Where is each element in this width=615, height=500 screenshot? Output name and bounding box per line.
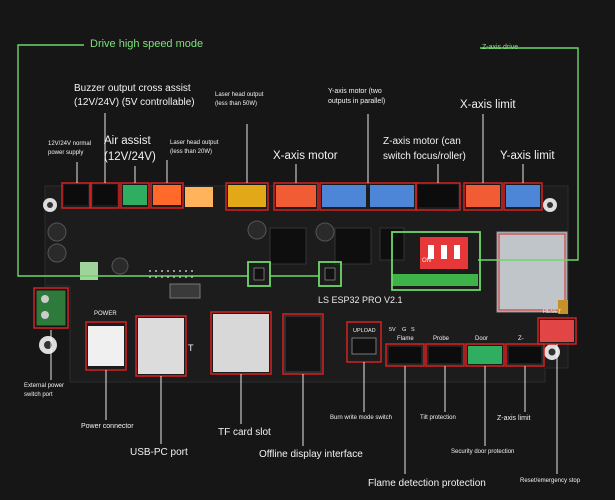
upload-silk: UPLOAD: [353, 328, 376, 334]
label-burn-switch: Burn write mode switch: [330, 415, 393, 421]
probe-silk: Probe: [433, 336, 450, 342]
t-silk: T: [188, 343, 194, 353]
label-x-motor: X-axis motor: [273, 150, 338, 162]
label-laser50-1: Laser head output: [215, 92, 264, 98]
dc-jack: [88, 326, 124, 366]
board-model-label: LS ESP32 PRO V2.1: [318, 295, 403, 305]
label-y-limit: Y-axis limit: [500, 150, 555, 162]
capacitor: [47, 243, 67, 263]
connector-xmotor: [276, 185, 316, 207]
connector-zlimit: [507, 345, 543, 365]
dip-on-silk: ON: [422, 258, 431, 264]
capacitor: [47, 222, 67, 242]
capacitor: [111, 257, 129, 275]
label-laser20-2: (less than 20W): [170, 149, 213, 155]
label-tilt: Tilt protection: [420, 415, 456, 421]
label-z-limit: Z-axis limit: [497, 415, 531, 422]
tf-card-slot: [213, 314, 269, 372]
connector-probe: [427, 345, 463, 365]
label-z-axis-drive: Z-axis drive: [482, 44, 519, 51]
upload-switch: [351, 337, 377, 355]
connector-laser20b: [185, 187, 213, 207]
capacitor: [247, 220, 267, 240]
driver-chip: [334, 227, 372, 265]
label-ext-power-2: switch port: [24, 392, 53, 398]
reset-silk: RESET: [543, 309, 562, 315]
ext-power-terminal: [35, 289, 67, 327]
flame-silk: Flame: [397, 336, 414, 342]
connector-flame: [387, 345, 423, 365]
label-buzzer-2: (12V/24V) (5V controllable): [74, 97, 195, 108]
label-drive-high-speed: Drive high speed mode: [90, 38, 204, 50]
connector-door: [468, 346, 502, 364]
label-12v-1: 12V/24V normal: [48, 141, 92, 147]
label-security-door: Security door protection: [451, 449, 515, 455]
connector-ymotor2: [370, 185, 414, 207]
antenna: [558, 300, 568, 314]
label-laser20-1: Laser head output: [170, 140, 219, 146]
connector-ylimit: [506, 185, 540, 207]
label-air-1: Air assist: [104, 135, 151, 147]
esp32-module: [496, 231, 568, 313]
zminus-silk: Z-: [518, 336, 524, 342]
jumper: [324, 267, 336, 281]
jumper: [253, 267, 265, 281]
driver-chip: [269, 227, 307, 265]
pin-s-silk: S: [411, 327, 415, 333]
label-tf-card: TF card slot: [218, 427, 271, 438]
label-buzzer-1: Buzzer output cross assist: [74, 83, 191, 94]
door-silk: Door: [475, 336, 489, 342]
dc-silk: DC12-24V: [112, 334, 118, 363]
connector-laser50: [228, 185, 266, 207]
label-ext-power-1: External power: [24, 383, 65, 389]
power-silk: POWER: [94, 311, 117, 317]
label-usb-port: USB-PC port: [130, 447, 188, 458]
label-reset: Reset/emergency stop: [520, 478, 581, 484]
connector-buzzer: [93, 185, 117, 205]
capacitor: [315, 222, 335, 242]
offline-display-port: [284, 315, 322, 373]
connector-12v: [64, 185, 88, 205]
reset-button: [540, 320, 574, 342]
label-zmotor-1: Z-axis motor (can: [383, 136, 461, 147]
connector-xlimit: [466, 185, 500, 207]
label-ymotor-2: outputs in parallel): [328, 98, 386, 105]
label-x-limit: X-axis limit: [460, 99, 516, 111]
label-power-connector: Power connector: [81, 423, 134, 430]
label-offline-display: Offline display interface: [259, 449, 363, 460]
pin-g-silk: G: [402, 327, 407, 333]
z-drive-terminal: [392, 274, 478, 286]
connector-zmotor: [418, 185, 458, 207]
connector-air: [123, 185, 147, 205]
connector-laser20: [153, 185, 181, 205]
usb-port: [138, 318, 184, 374]
connector-ymotor1: [322, 185, 366, 207]
crystal: [169, 283, 201, 299]
inductor: [80, 262, 98, 280]
label-12v-2: power supply: [48, 150, 84, 156]
label-ymotor-1: Y-axis motor (two: [328, 88, 382, 95]
label-air-2: (12V/24V): [104, 151, 156, 163]
label-flame: Flame detection protection: [368, 478, 486, 489]
label-laser50-2: (less than 50W): [215, 101, 258, 107]
pin-5v-silk: 5V: [389, 327, 396, 333]
label-zmotor-2: switch focus/roller): [383, 151, 466, 162]
